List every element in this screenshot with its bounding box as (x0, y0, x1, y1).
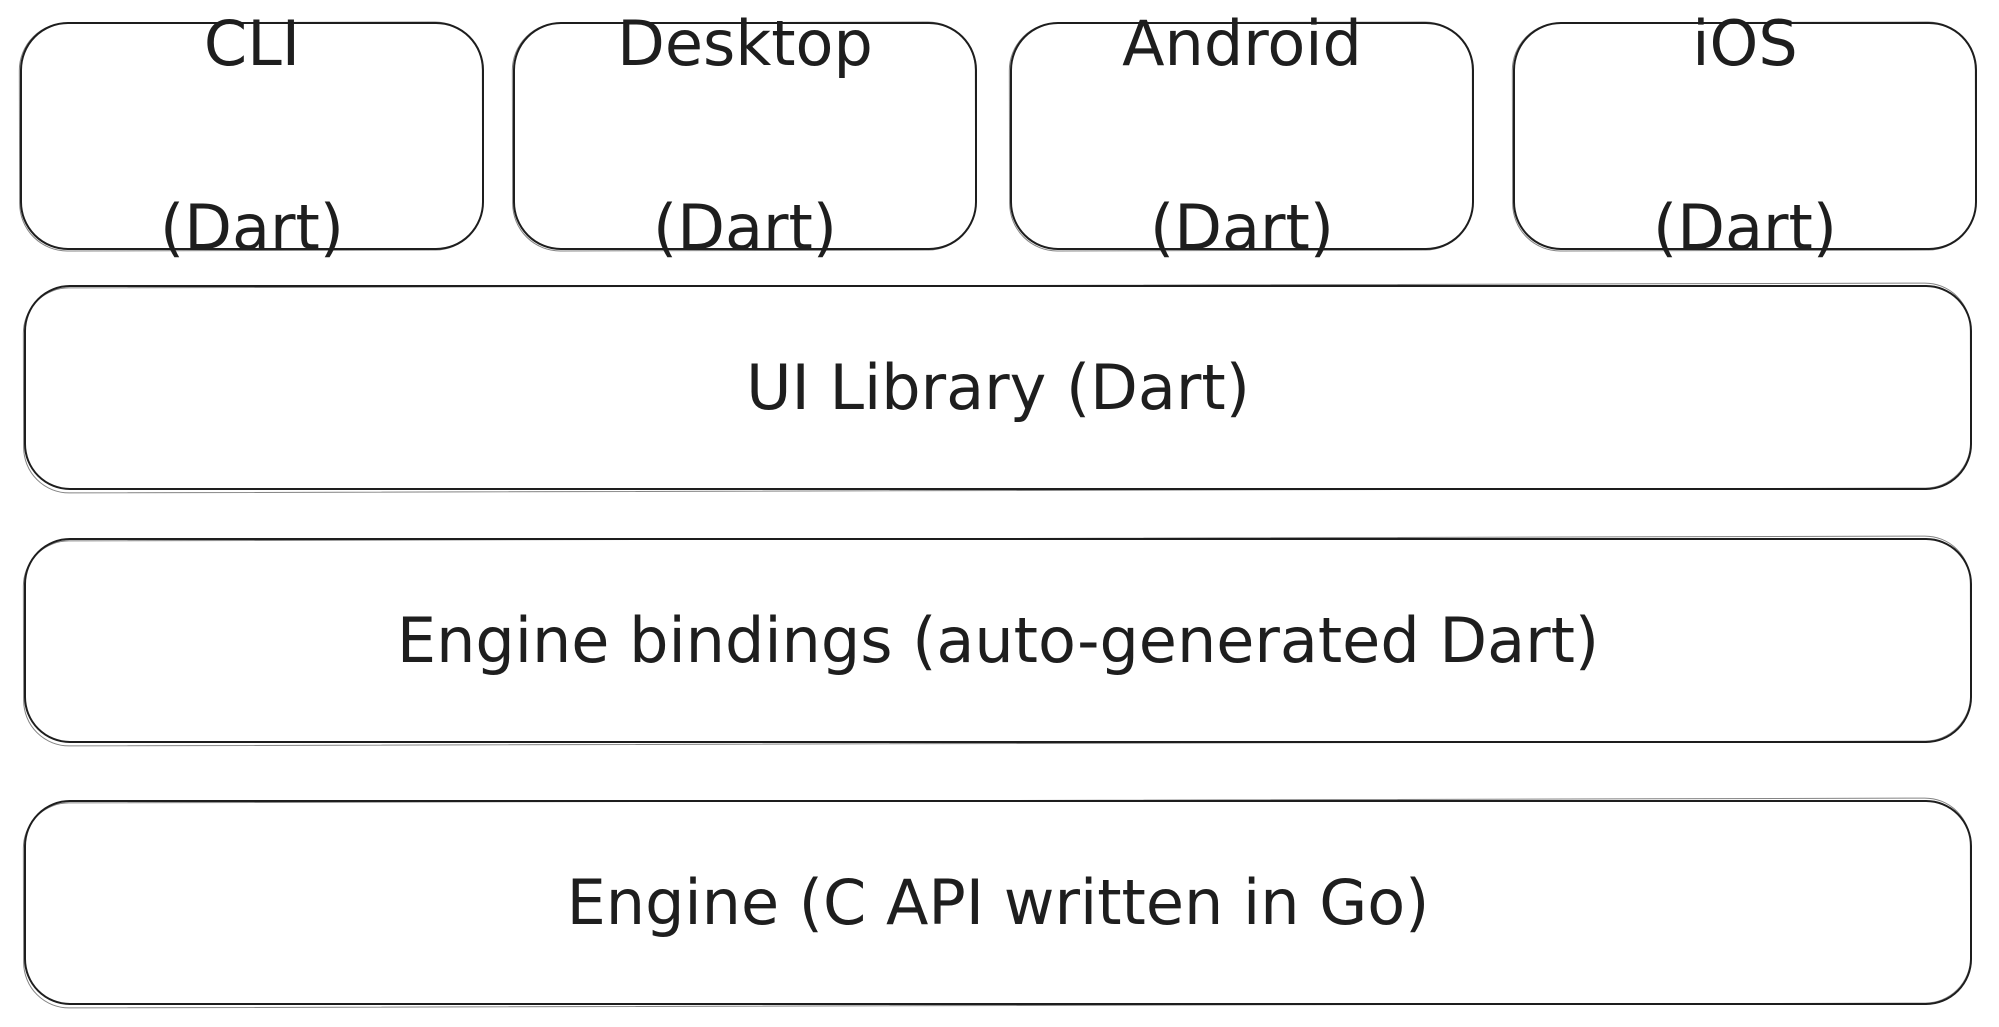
platform-name: Desktop (617, 7, 873, 80)
layer-ui-library: UI Library (Dart) (24, 285, 1972, 490)
platform-box-android: Android (Dart) (1010, 7, 1474, 264)
platform-box-cli: CLI (Dart) (20, 7, 484, 264)
layer-engine-bindings: Engine bindings (auto-generated Dart) (24, 538, 1972, 743)
platform-language: (Dart) (1150, 191, 1334, 264)
platform-name: CLI (203, 7, 301, 80)
platform-language: (Dart) (1653, 191, 1837, 264)
layer-label: Engine (C API written in Go) (566, 865, 1430, 939)
layer-engine: Engine (C API written in Go) (24, 800, 1972, 1005)
platform-box-ios: iOS (Dart) (1513, 7, 1977, 264)
platform-name: iOS (1692, 7, 1798, 80)
platform-box-desktop: Desktop (Dart) (513, 7, 977, 264)
layer-label: Engine bindings (auto-generated Dart) (396, 603, 1600, 677)
layer-label: UI Library (Dart) (746, 350, 1250, 424)
platform-language: (Dart) (653, 191, 837, 264)
platform-name: Android (1122, 7, 1362, 80)
platform-language: (Dart) (160, 191, 344, 264)
